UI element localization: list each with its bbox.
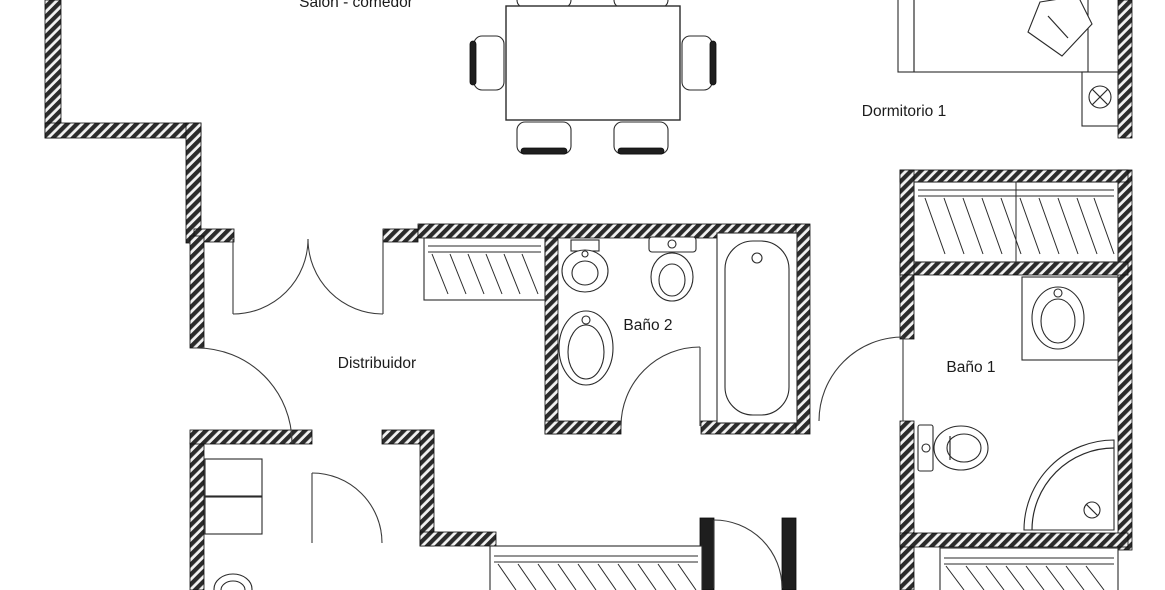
wall-segment [899,261,1129,276]
bottom-left-room-fixtures [204,458,263,590]
appliance [204,496,263,535]
wall-stub [781,517,797,590]
room-label-bano1: Baño 1 [946,359,995,376]
wall-segment [382,228,419,243]
bano1-door [818,336,904,422]
wall-segment [899,169,915,276]
wall-segment [544,420,622,435]
bidet [561,239,609,293]
toilet [648,236,697,302]
wall-segment-outer-right [1117,169,1133,551]
dining-table [505,5,681,121]
entry-door [196,347,293,444]
chair [516,121,572,155]
wall-segment [795,223,811,435]
bano2-fixtures [558,232,798,424]
wardrobe-bottom-middle [489,545,703,590]
wall-segment [419,531,497,547]
walls [44,0,1133,590]
double-door-salon [232,238,384,315]
wall-segment [189,429,313,445]
wall-segment [185,122,202,244]
chair [613,121,669,155]
wall-segment [189,235,205,349]
basin-inner [220,580,246,590]
bathtub [716,232,798,424]
hanger-marks [924,197,1115,255]
bano2-door [620,346,701,427]
room-label-dormitorio1: Dormitorio 1 [862,103,946,120]
doors [196,238,904,589]
hanger-marks [497,563,697,590]
bano1-fixtures [917,276,1119,531]
chair [681,35,717,91]
hanger-marks [945,565,1105,590]
dining-table-set [469,0,717,155]
blanket [1027,0,1093,57]
chair [469,35,505,91]
wall-segment [899,532,1129,548]
wall-segment [44,0,62,139]
hanger-marks [431,253,539,295]
room-label-distribuidor: Distribuidor [338,355,416,372]
wardrobe-bottom-right [939,547,1119,590]
washbasin [558,310,614,386]
appliance [204,458,263,497]
nightstand [1081,71,1119,127]
wall-segment-outer-right [1117,0,1133,139]
bed [897,0,1093,73]
wall-segment [899,169,1129,183]
wall-segment [899,274,915,340]
toilet [917,424,989,472]
room-label-bano2: Baño 2 [623,317,672,334]
wall-segment [419,429,435,547]
room-label-salon: Salón - comedor [299,0,413,11]
shower [1023,439,1115,531]
washbasin [1021,276,1119,361]
bottom-left-room-door [311,472,383,544]
wall-segment [189,442,205,590]
wardrobe-distribuidor [423,237,546,301]
wall-segment [44,122,202,139]
room-labels: Salón - comedor Dormitorio 1 Baño 2 Dist… [299,0,995,376]
wall-segment [544,237,559,435]
bottom-middle-room-door [713,519,783,589]
wall-segment [899,420,915,590]
wardrobe-dormitorio1 [913,181,1119,263]
